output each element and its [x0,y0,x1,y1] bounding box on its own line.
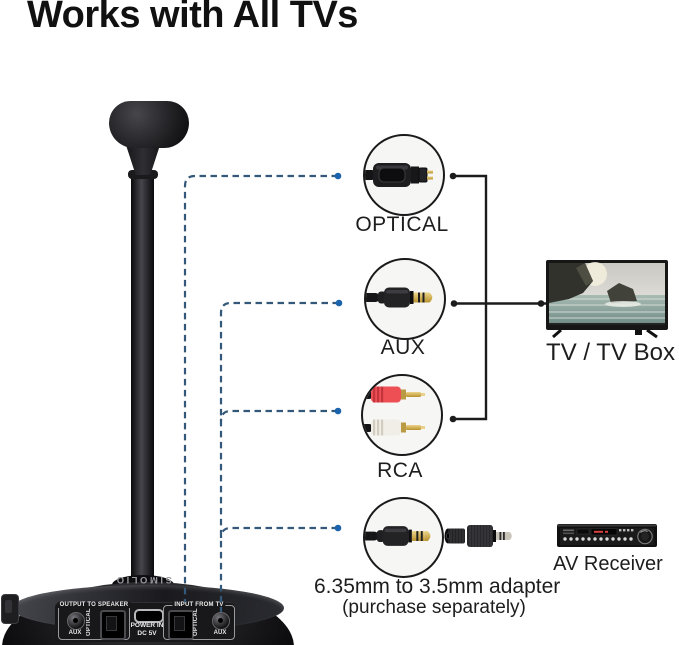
black-dot-tv [537,300,545,307]
rca-label: RCA [377,459,423,482]
device-cap [109,101,189,148]
callout-rca [361,374,443,456]
bracket-to-tv [453,174,488,421]
optical-connector-icon [365,163,433,187]
output-to-speaker-group: OUTPUT TO SPEAKER AUX OPTICAL [57,602,131,640]
optical-label: OPTICAL [355,213,449,236]
dashed-connector-rca [219,409,338,422]
blue-dot-aux [335,299,343,307]
input-optical-port [168,610,194,640]
aux-plug-icon [366,287,433,308]
callout-aux [364,258,446,340]
av-receiver-label: AV Receiver [553,553,663,575]
blue-dot-adapter [334,524,342,532]
callout-adapter [363,497,444,578]
device-pole [131,176,154,586]
aux-label: AUX [380,336,426,359]
adapter-aux-plug-icon [365,526,431,546]
page-title: Works with All TVs [27,0,358,36]
tv-label: TV / TV Box [546,339,675,366]
output-group-label: OUTPUT TO SPEAKER [57,602,131,608]
output-aux-label: AUX [68,630,82,636]
device-rear-panel: OUTPUT TO SPEAKER AUX OPTICAL POWER IN D… [55,602,235,642]
input-aux-label: AUX [213,630,227,636]
blue-dot-optical [334,172,342,180]
adapter-caption: 6.35mm to 3.5mm adapter [314,575,561,598]
blue-dot-rca [334,407,342,415]
input-from-tv-group: INPUT FROM TV OPTICAL AUX [163,602,235,640]
black-dot-aux [450,300,458,307]
callout-optical [363,134,445,216]
av-receiver-image [557,524,657,547]
black-dot-optical [449,172,457,180]
adapter-6-35mm-icon [444,525,512,547]
power-label-line2: DC 5V [137,630,157,637]
dashed-connector-aux [219,301,339,612]
device-side-switch [1,594,19,624]
output-aux-jack [67,612,85,630]
black-dot-rca [449,415,457,423]
input-group-label: INPUT FROM TV [172,602,226,608]
rca-plugs-icon [363,386,425,436]
dashed-connector-adapter [219,526,338,539]
adapter-caption-note: (purchase separately) [342,597,526,618]
output-optical-port [100,610,126,640]
input-aux-jack [212,612,230,630]
dashed-connector-optical [183,174,338,602]
power-label-line1: POWER IN [130,622,164,629]
tv-image [546,260,668,339]
